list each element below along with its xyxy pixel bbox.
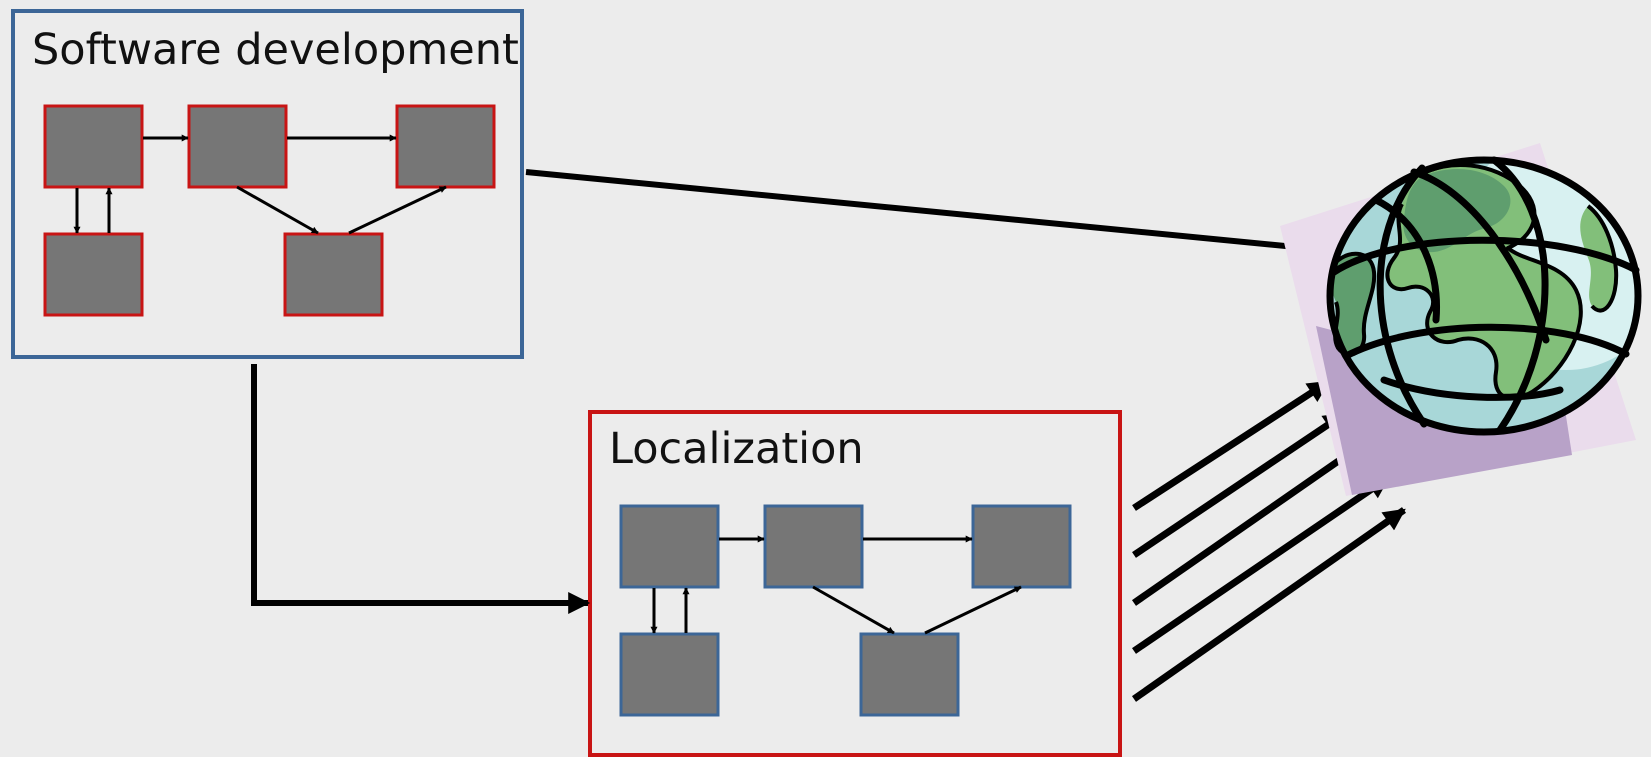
localization-to-world-arrows (1131, 379, 1407, 702)
process-box (763, 504, 864, 589)
localization-flow-arrows (650, 535, 1022, 635)
localization-frame (588, 410, 1122, 757)
software-to-localization-arrow (251, 364, 591, 614)
connector-arrows (251, 169, 1329, 614)
software-to-world-arrow (525, 169, 1329, 260)
process-box (283, 232, 384, 317)
localization-panel: Localization (588, 410, 1122, 757)
flow-arrow (236, 185, 319, 235)
process-box (859, 632, 960, 717)
localization-process-boxes (619, 504, 1072, 717)
process-box (619, 632, 720, 717)
flow-arrow (924, 585, 1022, 635)
release-arrow (1132, 443, 1362, 606)
process-box (187, 104, 288, 189)
release-arrow (1131, 507, 1407, 702)
flow-arrow (348, 185, 447, 235)
process-box (971, 504, 1072, 589)
localization-title: Localization (609, 424, 864, 474)
flow-arrow (812, 585, 895, 635)
process-box (43, 104, 144, 189)
software-development-title: Software development (32, 25, 519, 75)
software-development-frame (11, 9, 524, 359)
globe-icon (1280, 143, 1642, 496)
release-arrow (1132, 379, 1330, 511)
release-arrow (1132, 475, 1390, 654)
release-arrow (1132, 411, 1346, 558)
globe-coastlines (1333, 163, 1619, 401)
process-box (395, 104, 496, 189)
software-development-panel: Software development (11, 9, 524, 359)
process-box (619, 504, 720, 589)
software-development-process-boxes (43, 104, 496, 317)
globe-landmass-dark (1403, 168, 1511, 253)
software-development-flow-arrows (73, 134, 447, 235)
process-box (43, 232, 144, 317)
